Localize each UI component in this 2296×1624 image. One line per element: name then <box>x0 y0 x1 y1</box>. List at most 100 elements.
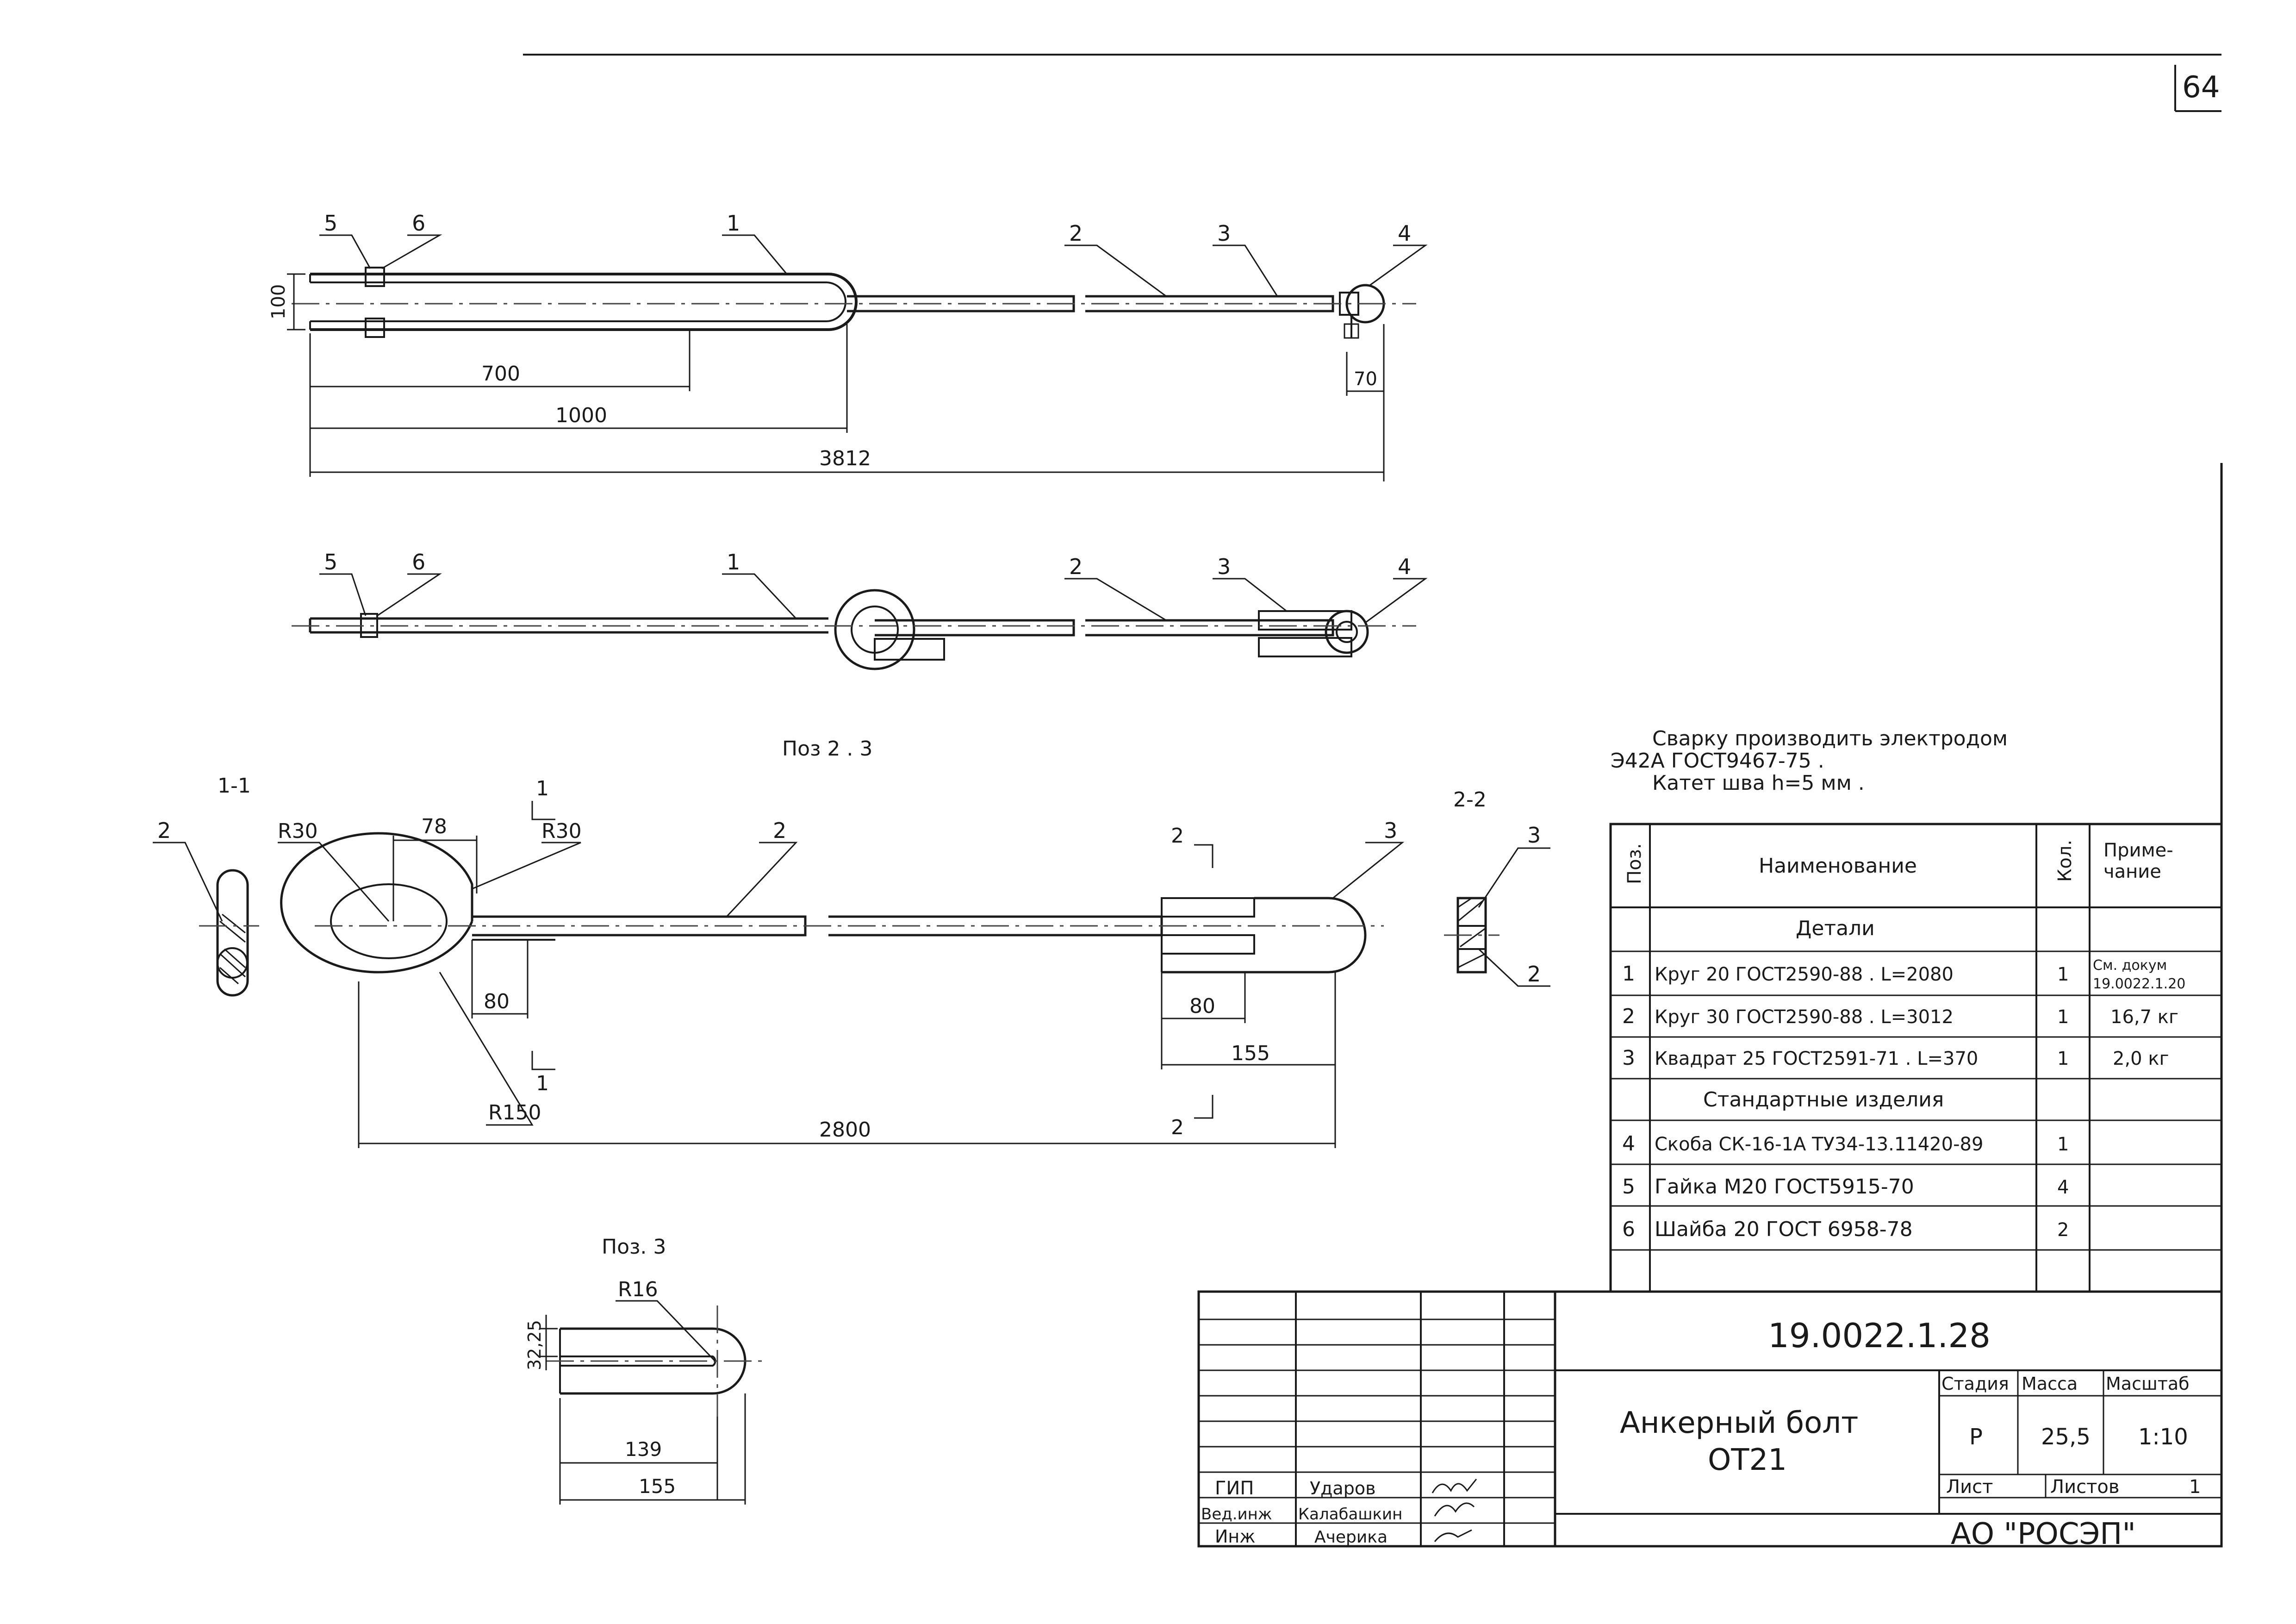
spec-row-2-pos: 2 <box>1622 1005 1635 1028</box>
section-2-2 <box>1444 847 1550 987</box>
top-dim-700: 700 <box>481 362 520 386</box>
spec-row-2-name: Круг 30 ГОСТ2590-88 . L=3012 <box>1655 1006 1954 1028</box>
doc-title-line-1: Анкерный болт <box>1620 1406 1858 1440</box>
top-callout-4: 4 <box>1398 221 1411 246</box>
side-view <box>292 573 1428 670</box>
pos23-cut-2-bottom: 2 <box>1171 1116 1184 1139</box>
top-callout-2: 2 <box>1069 221 1083 246</box>
doc-title-line-2: ОТ21 <box>1708 1443 1787 1477</box>
spec-row-3-pos: 3 <box>1622 1046 1635 1070</box>
spec-row-1-pos: 1 <box>1622 962 1635 986</box>
doc-code: 19.0022.1.28 <box>1768 1316 1991 1355</box>
side-callout-3: 3 <box>1217 554 1231 579</box>
spec-section-details: Детали <box>1796 917 1875 940</box>
pos23-callout-3: 3 <box>1384 818 1397 843</box>
spec-header-name: Наименование <box>1759 854 1917 878</box>
pos3-dim-155: 155 <box>639 1475 676 1498</box>
value-mass: 25,5 <box>2041 1424 2091 1450</box>
spec-header-pos: Поз. <box>1624 843 1645 884</box>
name-gip: Ударов <box>1310 1478 1375 1499</box>
section-2-2-label: 2-2 <box>1453 788 1487 812</box>
pos23-cut-2-top: 2 <box>1171 824 1184 848</box>
spec-row-6-pos: 6 <box>1622 1218 1635 1241</box>
sheet-number: 64 <box>2182 70 2220 105</box>
top-callout-1: 1 <box>727 211 740 236</box>
pos3-title: Поз. 3 <box>602 1235 666 1259</box>
side-callout-5: 5 <box>324 550 337 575</box>
top-dim-70: 70 <box>1354 369 1377 390</box>
section-1-1 <box>153 842 259 997</box>
spec-row-3-name: Квадрат 25 ГОСТ2591-71 . L=370 <box>1655 1048 1978 1069</box>
spec-row-1-name: Круг 20 ГОСТ2590-88 . L=2080 <box>1655 964 1954 985</box>
pos23-callout-2: 2 <box>773 818 786 843</box>
pos23-cut-1-top: 1 <box>536 777 549 800</box>
top-view <box>287 234 1428 481</box>
top-dim-100: 100 <box>268 284 289 319</box>
spec-row-5-pos: 5 <box>1622 1175 1635 1199</box>
label-scale: Масштаб <box>2106 1374 2190 1394</box>
section-1-1-label: 1-1 <box>218 774 251 798</box>
spec-row-5-qty: 4 <box>2057 1177 2069 1198</box>
spec-row-4-qty: 1 <box>2057 1134 2069 1155</box>
section-2-2-callout-2: 2 <box>1527 962 1541 987</box>
spec-header-note: Приме-чание <box>2103 840 2173 882</box>
spec-row-2-qty: 1 <box>2057 1006 2069 1028</box>
side-callout-6: 6 <box>412 550 425 575</box>
spec-table <box>1609 823 2223 1293</box>
spec-row-6-qty: 2 <box>2057 1219 2069 1241</box>
name-engineer: Ачерика <box>1314 1528 1388 1547</box>
note-line-1: Сварку производить электродом <box>1652 727 2008 750</box>
spec-row-1-note-2: 19.0022.1.20 <box>2093 976 2185 992</box>
role-engineer: Инж <box>1215 1526 1256 1547</box>
top-callout-3: 3 <box>1217 221 1231 246</box>
pos3-dim-139: 139 <box>625 1438 662 1461</box>
label-sheet: Лист <box>1946 1476 1993 1498</box>
value-stage: Р <box>1969 1424 1983 1450</box>
pos23-dim-78: 78 <box>421 815 447 838</box>
side-callout-1: 1 <box>727 550 740 575</box>
side-callout-2: 2 <box>1069 554 1083 579</box>
pos23-r30-right: R30 <box>541 819 582 843</box>
pos23-r150: R150 <box>488 1101 541 1124</box>
spec-row-4-name: Скоба СК-16-1А ТУ34-13.11420-89 <box>1655 1134 1983 1155</box>
spec-header-qty: Кол. <box>2054 840 2076 882</box>
spec-section-standard: Стандартные изделия <box>1703 1088 1944 1112</box>
pos23-cut-1-bottom: 1 <box>536 1072 549 1095</box>
title-block <box>1197 1290 2223 1548</box>
spec-row-1-qty: 1 <box>2057 964 2069 985</box>
pos23-view <box>278 801 1405 1148</box>
label-sheets: Листов <box>2050 1476 2119 1498</box>
top-dim-1000: 1000 <box>555 404 607 427</box>
label-stage: Стадия <box>1941 1374 2009 1394</box>
label-mass: Масса <box>2022 1374 2078 1394</box>
pos23-dim-155: 155 <box>1231 1042 1270 1065</box>
spec-row-1-note-1: См. докум <box>2093 957 2167 974</box>
value-scale: 1:10 <box>2138 1424 2188 1450</box>
name-lead-engineer: Калабашкин <box>1298 1505 1402 1524</box>
pos23-dim-80-left: 80 <box>484 990 510 1013</box>
pos23-title: Поз 2 . 3 <box>782 737 872 761</box>
pos23-r30-left: R30 <box>278 819 318 843</box>
organization: АО "РОСЭП" <box>1951 1517 2136 1551</box>
spec-row-3-note: 2,0 кг <box>2113 1048 2169 1069</box>
spec-row-4-pos: 4 <box>1622 1132 1635 1156</box>
top-dim-3812: 3812 <box>819 447 871 470</box>
section-1-1-callout-2: 2 <box>157 818 171 843</box>
pos23-dim-2800: 2800 <box>819 1118 871 1142</box>
value-sheets: 1 <box>2189 1476 2201 1498</box>
role-lead-engineer: Вед.инж <box>1201 1505 1272 1524</box>
section-2-2-callout-3: 3 <box>1527 823 1541 848</box>
spec-row-3-qty: 1 <box>2057 1048 2069 1069</box>
pos3-dim-3225: 32,25 <box>524 1320 545 1370</box>
pos3-view <box>539 1300 768 1505</box>
spec-row-5-name: Гайка М20 ГОСТ5915-70 <box>1655 1175 1914 1199</box>
side-callout-4: 4 <box>1398 554 1411 579</box>
top-callout-6: 6 <box>412 211 425 236</box>
note-line-3: Катет шва h=5 мм . <box>1652 771 1865 795</box>
note-line-2: Э42А ГОСТ9467-75 . <box>1611 749 1824 773</box>
spec-row-2-note: 16,7 кг <box>2110 1006 2178 1028</box>
spec-row-6-name: Шайба 20 ГОСТ 6958-78 <box>1655 1218 1913 1241</box>
role-gip: ГИП <box>1215 1478 1254 1499</box>
pos3-r16: R16 <box>618 1278 658 1301</box>
